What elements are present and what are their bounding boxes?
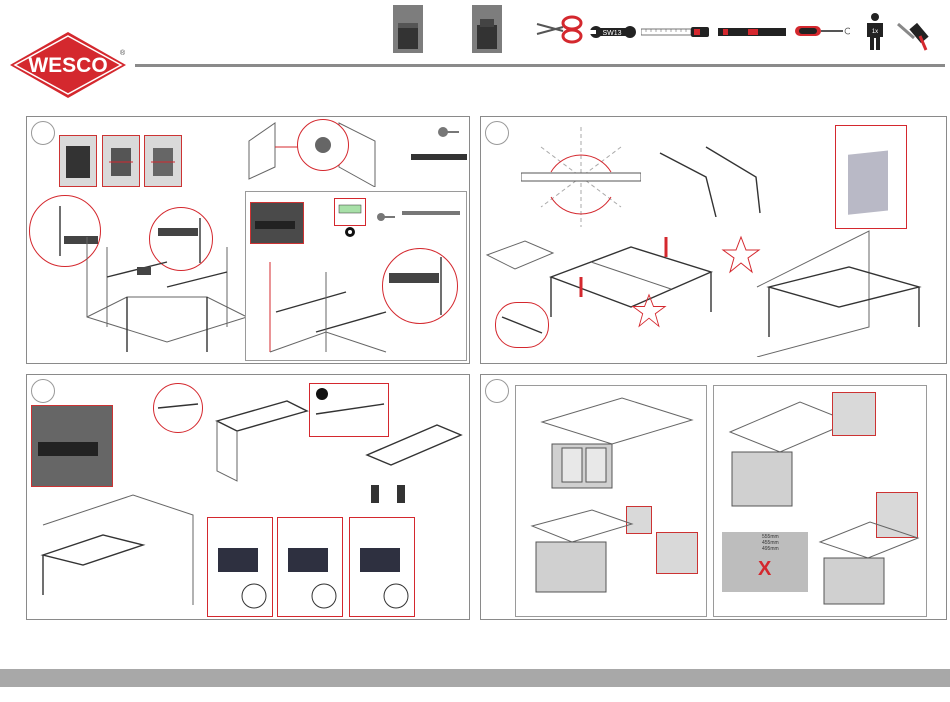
- step-1-detail-box: [245, 191, 467, 361]
- cabinet-runner-drawing: [67, 207, 267, 357]
- reject-mark: X: [758, 558, 771, 581]
- adjust-step-a: [207, 517, 273, 617]
- screwdriver-icon: [795, 22, 850, 40]
- drawer-photo: [31, 405, 113, 487]
- detail-zoom-runner: [382, 248, 458, 324]
- adjust-step-c: [349, 517, 415, 617]
- adjust-step-b: [277, 517, 343, 617]
- washer-icon: [344, 226, 356, 238]
- step-2-panel: [480, 116, 947, 364]
- screw-icon-small: [376, 210, 396, 224]
- step-4-panel: 555mm 455mm 495mm X: [480, 374, 947, 620]
- step-4-right-box: 555mm 455mm 495mm X: [713, 385, 927, 617]
- cabinet-photo-1: [59, 135, 97, 187]
- cabinet-thumbnail-1: [393, 5, 423, 53]
- wesco-logo: WESCO: [8, 30, 128, 100]
- runner-install-drawing: [256, 252, 396, 356]
- spacer-label-box: [334, 198, 366, 226]
- svg-text:1x: 1x: [872, 29, 878, 35]
- cabinet-photo-2: [102, 135, 140, 187]
- registered-mark: ®: [120, 50, 125, 57]
- step-1-panel: [26, 116, 470, 364]
- dim-495: 495mm: [762, 546, 779, 552]
- front-panel-drawing: [357, 405, 465, 515]
- step-4-left-box: [515, 385, 707, 617]
- step-1-number: [31, 121, 55, 145]
- step-3-number: [31, 379, 55, 403]
- cabinet-photo-3: [144, 135, 182, 187]
- runner-rail-icon-2: [402, 208, 460, 218]
- cabinet-mounted-drawing: [749, 227, 939, 357]
- bins-mounted-drawing: [522, 506, 642, 606]
- detail-zoom-rail: [153, 383, 203, 433]
- detail-zoom-screw: [297, 119, 349, 171]
- person-icon: 1x: [862, 12, 888, 52]
- bins-insert-drawing: [522, 392, 700, 502]
- wrench-icon: SW13: [590, 20, 636, 44]
- bracket-drawing: [656, 137, 766, 217]
- cover-photo-top: [832, 392, 876, 436]
- drawer-mount-drawing: [207, 381, 317, 491]
- header-rule: [135, 64, 945, 67]
- runner-rail-icon: [411, 151, 467, 163]
- brand-name: WESCO: [28, 54, 107, 77]
- step-2-number: [485, 121, 509, 145]
- scissors-icon: [535, 14, 585, 44]
- panel-insert-detail: [835, 125, 907, 229]
- step-4-number: [485, 379, 509, 403]
- drawer-open-drawing: [33, 485, 203, 615]
- cut-dimension-panel: 555mm 455mm 495mm X: [722, 532, 808, 592]
- hammer-icon: [892, 14, 932, 52]
- cover-mounted-drawing: [810, 512, 922, 612]
- wrench-size-label: SW13: [602, 30, 621, 37]
- screw-icon: [437, 123, 461, 141]
- click-star-icon-2: [631, 293, 667, 329]
- rotation-diagram: [521, 127, 641, 227]
- lid-photo-2: [656, 532, 698, 574]
- runner-photo: [250, 202, 304, 244]
- footer-bar: [0, 669, 950, 687]
- measuring-tape-icon: [641, 26, 709, 38]
- step-3-panel: [26, 374, 470, 620]
- detail-zoom-frame: [495, 302, 549, 348]
- spirit-level-icon: [718, 26, 786, 38]
- cabinet-thumbnail-2: [472, 5, 502, 53]
